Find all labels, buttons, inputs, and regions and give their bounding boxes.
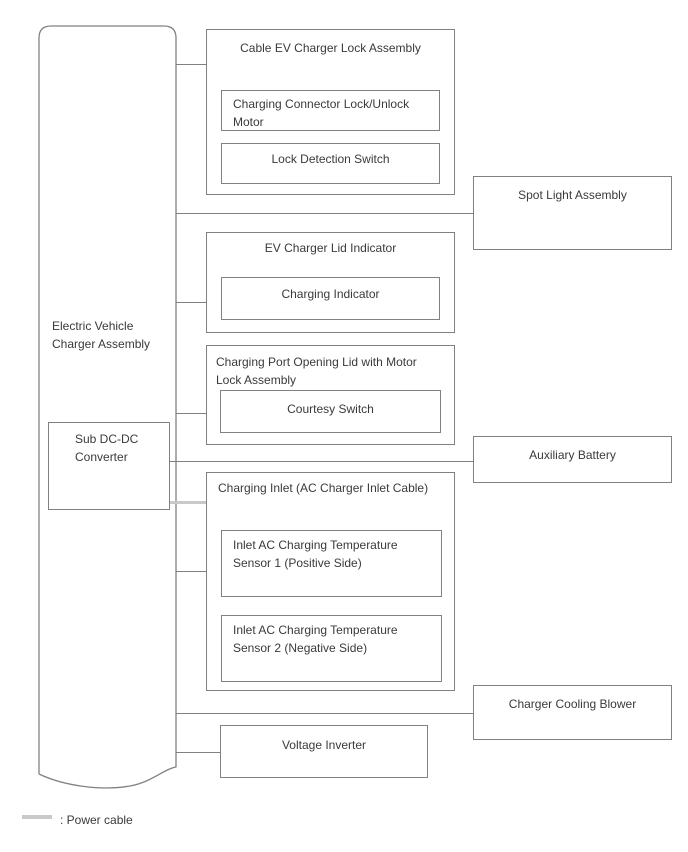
power-cable-line-charging-inlet [169, 501, 207, 504]
node-voltage-inverter-label: Voltage Inverter [281, 738, 367, 752]
node-charging-indicator: Charging Indicator [221, 277, 440, 320]
connector-line-charging-inlet [176, 571, 207, 572]
legend-power-cable-swatch [22, 815, 52, 819]
connector-line-voltage-inverter [176, 752, 221, 753]
group-charging-inlet-title: Charging Inlet (AC Charger Inlet Cable) [218, 481, 429, 495]
connector-line-charging-indicator [176, 302, 222, 303]
node-temp-sensor-2-label: Inlet AC Charging Temperature Sensor 2 (… [233, 623, 398, 655]
node-lock-unlock-motor: Charging Connector Lock/Unlock Motor [221, 90, 440, 131]
node-voltage-inverter: Voltage Inverter [220, 725, 428, 778]
node-temp-sensor-1-label: Inlet AC Charging Temperature Sensor 1 (… [233, 538, 398, 570]
node-sub-dcdc-converter-label: Sub DC-DC Converter [75, 432, 139, 464]
node-courtesy-switch-label: Courtesy Switch [287, 402, 374, 416]
node-charging-indicator-label: Charging Indicator [281, 287, 380, 301]
group-cable-lock-assembly-title: Cable EV Charger Lock Assembly [240, 41, 421, 55]
connector-line-courtesy-switch [176, 413, 221, 414]
node-courtesy-switch: Courtesy Switch [220, 390, 441, 433]
node-charger-cooling-blower-label: Charger Cooling Blower [508, 697, 637, 711]
connector-line-cooling-blower [176, 713, 473, 714]
node-lock-detection-switch: Lock Detection Switch [221, 143, 440, 184]
node-auxiliary-battery-label: Auxiliary Battery [529, 448, 616, 462]
connector-line-spot-light [176, 213, 473, 214]
node-auxiliary-battery: Auxiliary Battery [473, 436, 672, 483]
node-lock-detection-switch-label: Lock Detection Switch [271, 152, 390, 166]
node-lock-unlock-motor-label: Charging Connector Lock/Unlock Motor [233, 97, 410, 129]
node-spot-light-assembly: Spot Light Assembly [473, 176, 672, 250]
legend-power-cable-label: : Power cable [60, 813, 133, 827]
connector-line-cable-lock [176, 64, 207, 65]
node-temp-sensor-1: Inlet AC Charging Temperature Sensor 1 (… [221, 530, 442, 597]
node-sub-dcdc-converter: Sub DC-DC Converter [48, 422, 170, 510]
group-lid-indicator-title: EV Charger Lid Indicator [264, 241, 397, 255]
node-charger-cooling-blower: Charger Cooling Blower [473, 685, 672, 740]
node-spot-light-assembly-label: Spot Light Assembly [518, 188, 627, 202]
group-charging-port-lid-title: Charging Port Opening Lid with Motor Loc… [216, 355, 417, 387]
node-temp-sensor-2: Inlet AC Charging Temperature Sensor 2 (… [221, 615, 442, 682]
root-assembly-label: Electric Vehicle Charger Assembly [52, 319, 151, 351]
connector-line-auxiliary-battery [169, 461, 473, 462]
root-assembly-outline [38, 25, 177, 789]
